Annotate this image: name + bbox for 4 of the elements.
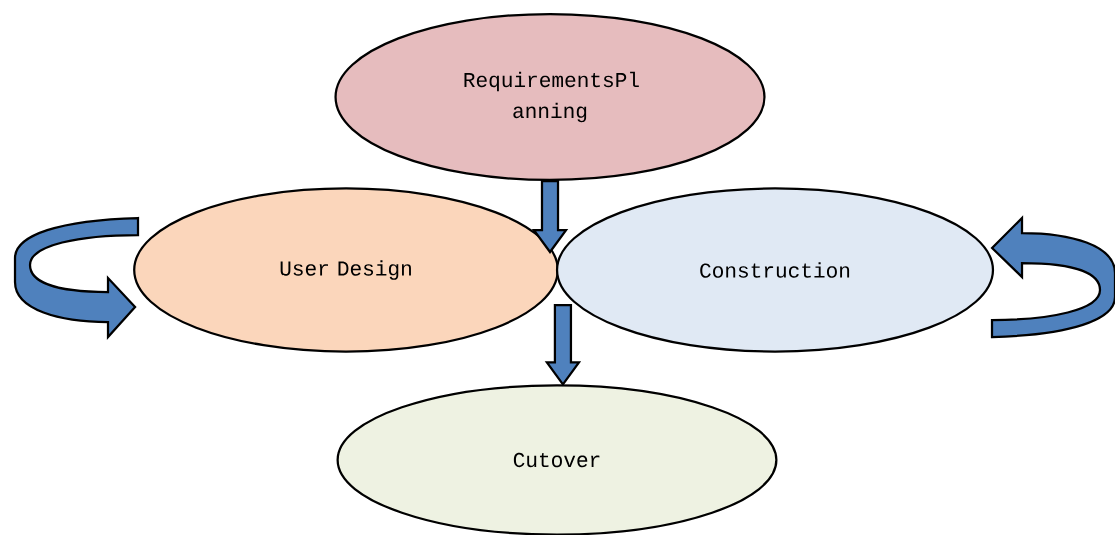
block-arrow [531, 179, 569, 254]
block-arrow [544, 303, 582, 387]
block-arrow [990, 216, 1115, 339]
block-arrow [13, 216, 140, 339]
